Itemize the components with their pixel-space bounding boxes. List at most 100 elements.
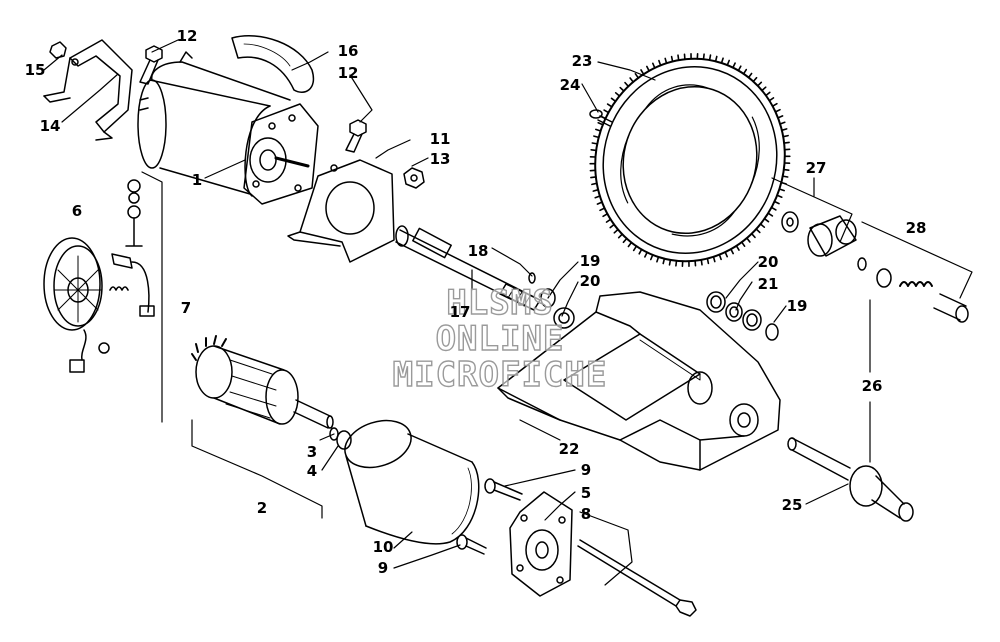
gear-tooth (763, 217, 770, 223)
callout-28[interactable]: 28 (905, 219, 927, 237)
gear-tooth (624, 81, 630, 88)
callout-23[interactable]: 23 (571, 52, 593, 70)
gear-tooth (778, 188, 786, 192)
callout-16[interactable]: 16 (337, 42, 359, 60)
callout-25[interactable]: 25 (781, 496, 803, 514)
gear-tooth (593, 135, 600, 139)
callout-12-top[interactable]: 12 (176, 27, 198, 45)
callout-2[interactable]: 2 (256, 499, 268, 517)
callout-15[interactable]: 15 (24, 61, 46, 79)
gear-tooth (767, 212, 774, 217)
callout-9-lower[interactable]: 9 (377, 559, 389, 577)
gear-tooth (634, 73, 640, 79)
gear-tooth (664, 57, 668, 65)
gear-tooth (726, 59, 731, 66)
bolt-12-mid (345, 119, 367, 153)
gear-tooth (597, 122, 604, 126)
group-brackets (141, 171, 973, 519)
gear-tooth (606, 103, 613, 108)
callout-19-right[interactable]: 19 (786, 297, 808, 315)
callout-20-left[interactable]: 20 (579, 272, 601, 290)
gear-tooth (627, 241, 633, 248)
bolt-9-upper (484, 478, 523, 501)
callout-20-right[interactable]: 20 (757, 253, 779, 271)
gear-tooth (777, 115, 784, 119)
callout-9-upper[interactable]: 9 (580, 461, 592, 479)
gear-tooth (590, 149, 598, 152)
gear-tooth (605, 218, 612, 223)
callout-24[interactable]: 24 (559, 76, 581, 94)
callout-1[interactable]: 1 (191, 171, 203, 189)
spring-assembly-28 (876, 268, 969, 323)
washers-19-20-left (540, 288, 575, 329)
washers-19-20-21-right (706, 291, 779, 341)
callout-21[interactable]: 21 (757, 275, 779, 293)
starter-motor-1 (137, 51, 319, 205)
gear-tooth (613, 228, 619, 234)
gear-tooth (759, 223, 766, 228)
callout-12-mid[interactable]: 12 (337, 64, 359, 82)
gear-tooth (765, 91, 771, 97)
gear-tooth (702, 53, 705, 61)
bolt-9-lower (456, 534, 487, 555)
callout-5[interactable]: 5 (580, 484, 592, 502)
gear-tooth (602, 213, 609, 218)
gear-tooth (770, 206, 777, 211)
callout-10[interactable]: 10 (372, 538, 394, 556)
gear-tooth (712, 255, 716, 263)
gear-tooth (596, 201, 603, 205)
gear-tooth (603, 109, 610, 114)
gear-tooth (756, 81, 763, 87)
callout-22[interactable]: 22 (558, 440, 580, 458)
gear-tooth (780, 181, 787, 185)
callout-11[interactable]: 11 (429, 130, 451, 148)
gear-tooth (632, 245, 638, 252)
callout-4[interactable]: 4 (306, 462, 318, 480)
gear-tooth (747, 72, 753, 79)
brush-plate-6 (43, 179, 155, 331)
callout-7[interactable]: 7 (180, 299, 192, 317)
gear-tooth (780, 128, 788, 132)
gear-tooth (720, 57, 724, 64)
callout-18[interactable]: 18 (467, 242, 489, 260)
callout-3[interactable]: 3 (306, 443, 318, 461)
gear-tooth (619, 86, 625, 92)
brush-7 (69, 286, 129, 373)
gear-tooth (773, 200, 780, 205)
gear-tooth (591, 182, 598, 186)
gear-tooth (724, 251, 729, 258)
gear-tooth (675, 259, 678, 267)
callout-26[interactable]: 26 (861, 377, 883, 395)
nut-13 (403, 167, 425, 189)
gear-tooth (658, 59, 662, 67)
gear-tooth (768, 97, 775, 102)
mounting-flange-11 (287, 159, 395, 263)
gear-tooth (771, 102, 778, 107)
gear-tooth (610, 97, 617, 103)
callout-17[interactable]: 17 (449, 303, 471, 321)
callout-27[interactable]: 27 (805, 159, 827, 177)
watermark-line-2: ONLINE (435, 319, 565, 359)
callout-19-left[interactable]: 19 (579, 252, 601, 270)
gear-tooth (745, 237, 751, 243)
callout-6[interactable]: 6 (71, 202, 83, 220)
gear-tooth (752, 76, 758, 83)
drive-shaft-17 (395, 225, 541, 311)
gear-tooth (781, 175, 789, 178)
nut-15 (49, 41, 67, 59)
callout-8[interactable]: 8 (580, 505, 592, 523)
end-plate-5 (509, 491, 573, 597)
gear-tooth (755, 228, 761, 234)
callout-13[interactable]: 13 (429, 150, 451, 168)
gear-tooth (742, 68, 748, 75)
gear-tooth (782, 168, 790, 171)
watermark-line-3: MICROFICHE (392, 355, 608, 395)
gear-tooth (640, 69, 645, 75)
pinion-27 (781, 211, 867, 271)
gear-tooth (779, 121, 786, 125)
rings-3-4 (329, 427, 352, 450)
gear-tooth (732, 62, 736, 69)
callout-14[interactable]: 14 (39, 117, 61, 135)
